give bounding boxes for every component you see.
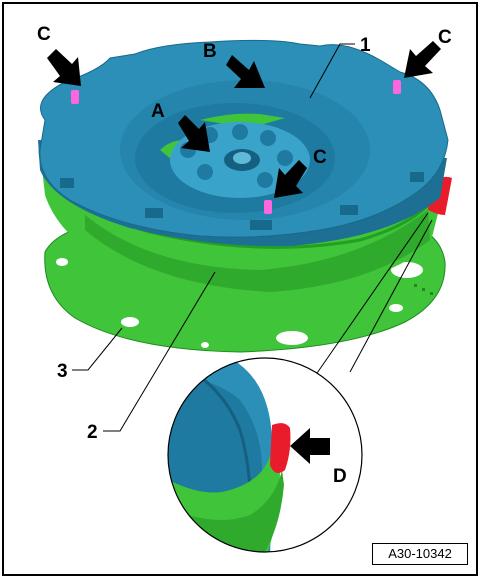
label-3: 3 — [57, 361, 68, 382]
arrow-c-center — [274, 160, 307, 198]
label-a: A — [151, 101, 165, 122]
arrow-c-right — [404, 41, 441, 78]
label-b: B — [203, 41, 217, 62]
arrow-c-left — [47, 49, 81, 86]
label-c-center: C — [313, 147, 327, 168]
label-d: D — [333, 466, 347, 487]
arrow-b — [226, 55, 265, 88]
label-1: 1 — [360, 35, 371, 56]
label-c-left: C — [37, 24, 51, 45]
arrow-d — [290, 428, 330, 464]
pin-left — [71, 90, 79, 104]
figure-reference-code: A30-10342 — [372, 543, 468, 565]
pointer-arrows — [47, 41, 441, 464]
pin-right — [393, 80, 401, 94]
label-c-right: C — [438, 27, 452, 48]
pin-center — [264, 200, 272, 214]
label-2: 2 — [87, 422, 98, 443]
locating-pins — [71, 80, 401, 214]
leader-lines — [72, 43, 355, 432]
arrow-a — [178, 115, 210, 152]
